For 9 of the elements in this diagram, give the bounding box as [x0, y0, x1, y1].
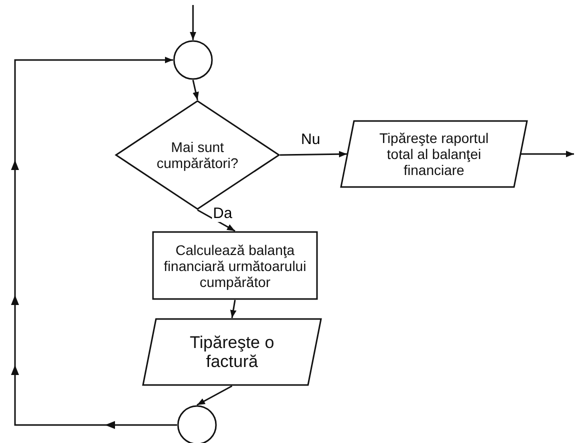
node-text: Tipăreşte raportul total al balanţei financiare — [378, 130, 490, 178]
node-text: Mai sunt cumpărători? — [156, 139, 240, 171]
process-box — [152, 231, 318, 300]
connector-circle — [173, 40, 213, 80]
io-parallelogram — [340, 120, 528, 188]
io-parallelogram — [142, 318, 322, 386]
edge-label: Da — [212, 206, 234, 222]
node-text: Calculează balanţa financiară următoarului cumpărător — [162, 242, 308, 290]
node-text: Tipăreşte o factură — [190, 333, 274, 371]
